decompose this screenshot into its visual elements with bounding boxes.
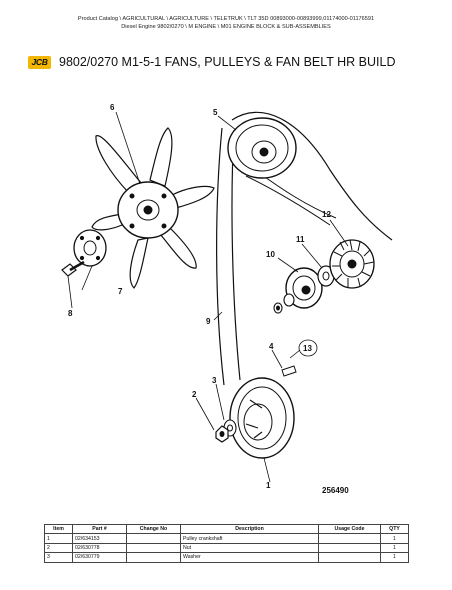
- cell-item: 3: [44, 552, 73, 563]
- callout-10[interactable]: 10: [266, 250, 275, 259]
- callout-6[interactable]: 6: [110, 103, 115, 112]
- cell-usage-code: [318, 542, 381, 554]
- exploded-diagram: 1 2 3 4 5 6 7 8 9 10 11 12 13 256490: [61, 103, 393, 495]
- callout-2[interactable]: 2: [192, 390, 197, 399]
- col-header-change-no: Change No: [126, 523, 181, 535]
- cell-description: Nut: [180, 542, 319, 554]
- cell-part: 02/630779: [72, 552, 127, 563]
- breadcrumb-line-1[interactable]: Product Catalog \ AGRICULTURAL \ AGRICUL…: [77, 16, 375, 22]
- cell-description: Pulley crankshaft: [180, 533, 319, 544]
- cell-change-no: [126, 533, 181, 544]
- cell-item: 2: [44, 542, 73, 554]
- breadcrumb-line-2[interactable]: Diesel Engine 9802/0270 \ M ENGINE \ M01…: [121, 24, 331, 30]
- callout-7[interactable]: 7: [118, 287, 123, 296]
- callout-13[interactable]: 13: [303, 344, 312, 353]
- breadcrumb: Product Catalog \ AGRICULTURAL \ AGRICUL…: [0, 15, 452, 31]
- table-row[interactable]: 1 02/634153 Pulley crankshaft 1: [44, 533, 409, 544]
- cell-usage-code: [318, 552, 381, 563]
- leader-lines: [67, 111, 349, 483]
- cell-qty: 1: [380, 542, 409, 554]
- title-row: JCB 9802/0270 M1-5-1 FANS, PULLEYS & FAN…: [28, 53, 396, 71]
- table-header-row: Item Part # Change No Description Usage …: [44, 523, 409, 535]
- cell-change-no: [126, 552, 181, 563]
- figure-number: 256490: [322, 486, 349, 495]
- callout-5[interactable]: 5: [213, 108, 218, 117]
- cell-change-no: [126, 542, 181, 554]
- cell-item: 1: [44, 533, 73, 544]
- cell-qty: 1: [380, 533, 409, 544]
- col-header-item: Item: [44, 523, 73, 535]
- callout-3[interactable]: 3: [212, 376, 217, 385]
- col-header-description: Description: [180, 523, 319, 535]
- callout-11[interactable]: 11: [296, 235, 305, 244]
- callout-4[interactable]: 4: [269, 342, 274, 351]
- callout-1[interactable]: 1: [266, 481, 271, 490]
- callout-12[interactable]: 12: [322, 210, 331, 219]
- callout-9[interactable]: 9: [206, 317, 211, 326]
- page-title: 9802/0270 M1-5-1 FANS, PULLEYS & FAN BEL…: [59, 55, 396, 69]
- callout-8[interactable]: 8: [68, 309, 73, 318]
- col-header-qty: QTY: [380, 523, 409, 535]
- cell-usage-code: [318, 533, 381, 544]
- cell-part: 02/634153: [72, 533, 127, 544]
- diagram-artwork: [61, 111, 393, 459]
- jcb-logo: JCB: [28, 55, 51, 69]
- col-header-part: Part #: [72, 523, 127, 535]
- table-row[interactable]: 3 02/630779 Washer 1: [44, 552, 409, 563]
- table-row[interactable]: 2 02/630778 Nut 1: [44, 542, 409, 554]
- cell-description: Washer: [180, 552, 319, 563]
- cell-qty: 1: [380, 552, 409, 563]
- cell-part: 02/630778: [72, 542, 127, 554]
- col-header-usage-code: Usage Code: [318, 523, 381, 535]
- parts-table: Item Part # Change No Description Usage …: [44, 523, 409, 563]
